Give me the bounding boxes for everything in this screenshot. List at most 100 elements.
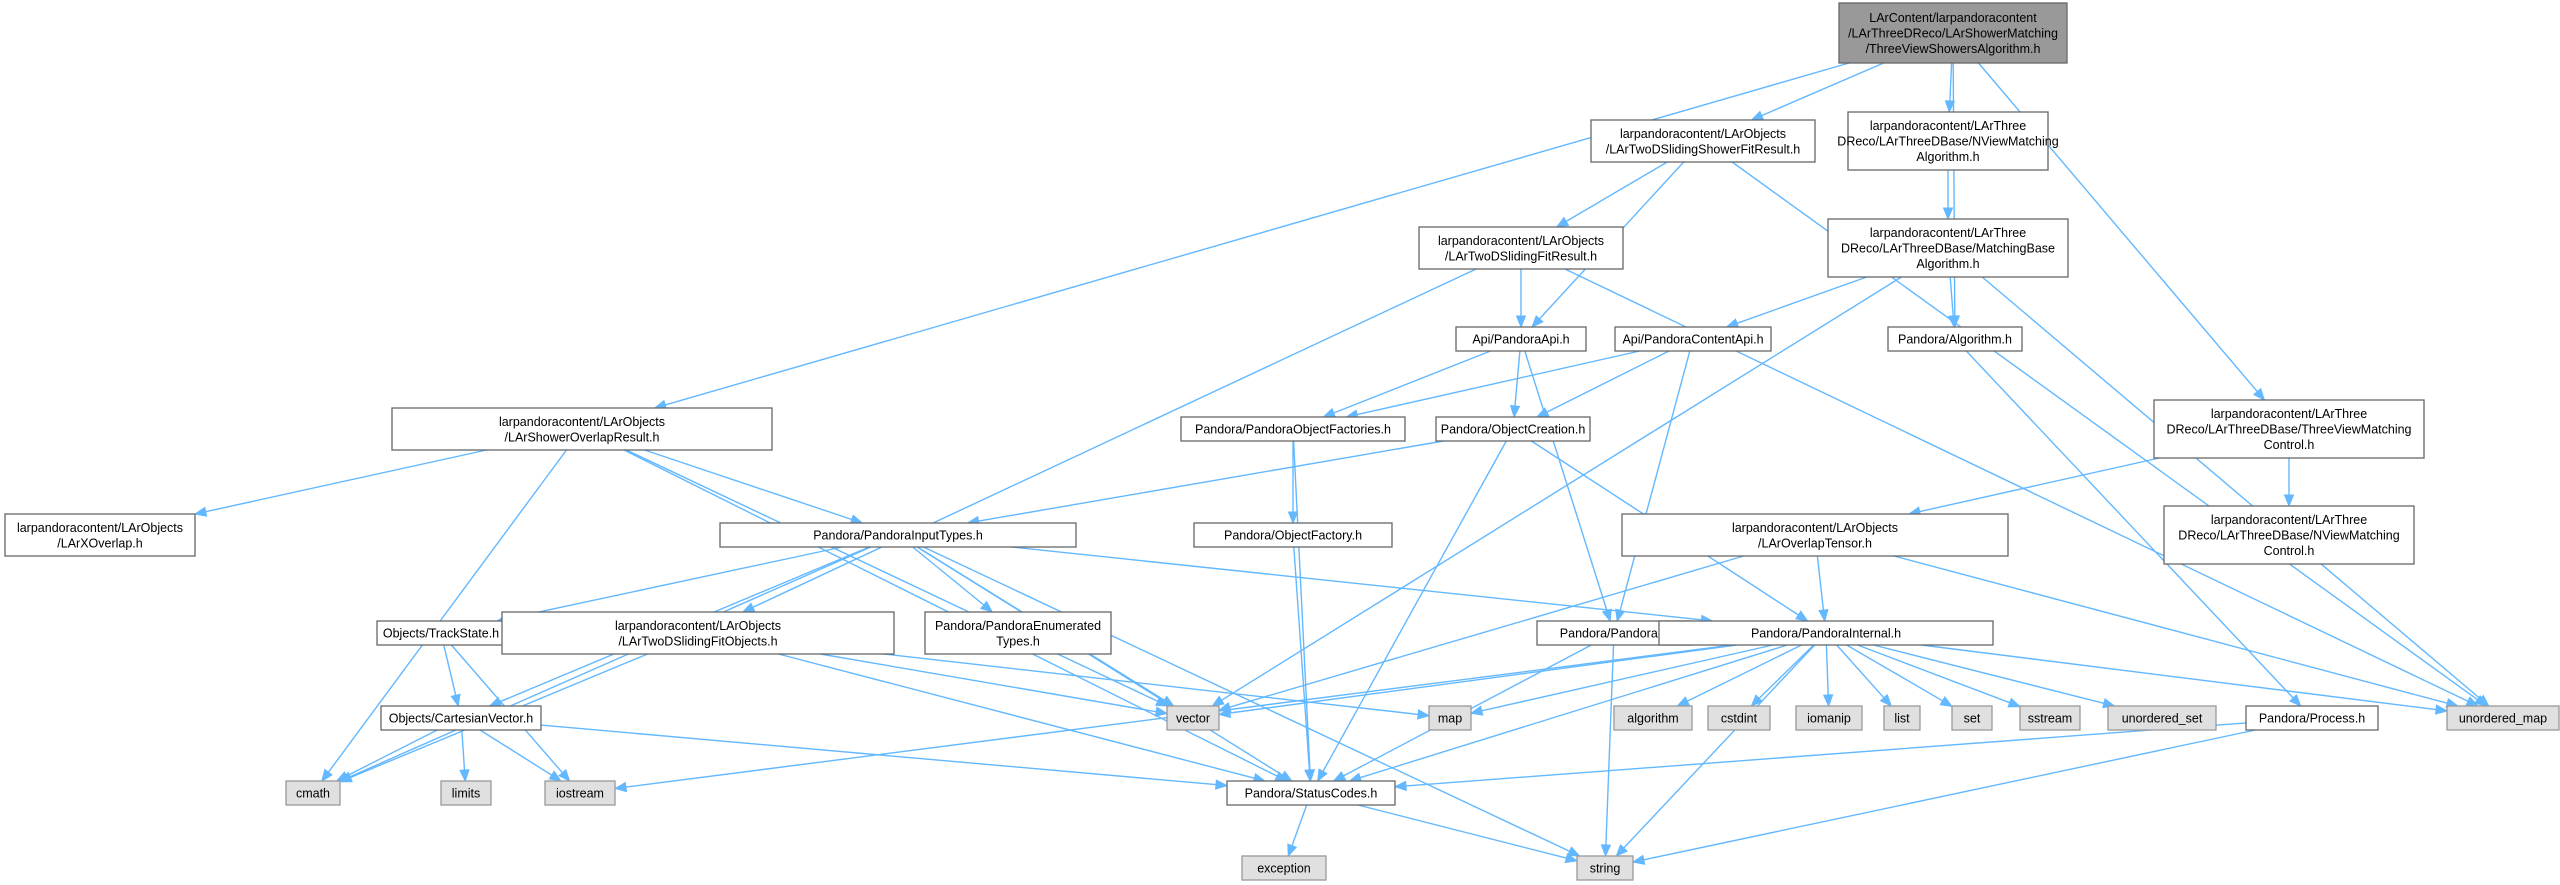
- edge-arrowhead: [459, 769, 470, 783]
- node-cmath[interactable]: cmath: [285, 780, 341, 806]
- node-limits[interactable]: limits: [440, 780, 492, 806]
- edge-threeviewctrl-to-nviewctrl: [2283, 458, 2295, 508]
- node-inputtypes[interactable]: Pandora/PandoraInputTypes.h: [719, 522, 1077, 548]
- node-vector[interactable]: vector: [1166, 705, 1220, 731]
- node-cstdint[interactable]: cstdint: [1707, 705, 1771, 731]
- node-label-line: Pandora/ObjectFactory.h: [1224, 529, 1362, 543]
- node-sstream[interactable]: sstream: [2019, 705, 2081, 731]
- node-box: [2446, 705, 2560, 731]
- edge-matchingbase-to-contentapi: [1725, 276, 1867, 329]
- node-unordered_map[interactable]: unordered_map: [2446, 705, 2560, 731]
- edge-line: [507, 546, 843, 620]
- edge-line: [1893, 555, 2448, 704]
- node-label-line: /LArOverlapTensor.h: [1758, 536, 1872, 550]
- node-label-line: vector: [1176, 712, 1210, 726]
- node-box: [1847, 111, 2049, 171]
- node-nviewctrl[interactable]: larpandoracontent/LArThreeDReco/LArThree…: [2163, 505, 2415, 565]
- edge-arrowhead: [2289, 694, 2302, 707]
- edge-line: [912, 546, 985, 606]
- node-xoverlap[interactable]: larpandoracontent/LArObjects/LArXOverlap…: [4, 513, 196, 557]
- node-label-line: larpandoracontent/LArObjects: [1732, 521, 1898, 535]
- node-string[interactable]: string: [1576, 855, 1634, 881]
- node-threeviewctrl[interactable]: larpandoracontent/LArThreeDReco/LArThree…: [2153, 399, 2425, 459]
- node-label-line: larpandoracontent/LArObjects: [1620, 127, 1786, 141]
- node-box: [1621, 513, 2009, 557]
- edge-arrowhead: [1161, 695, 1175, 707]
- edge-showeroverlap-to-cmath: [321, 449, 568, 783]
- node-internal[interactable]: Pandora/PandoraInternal.h: [1658, 620, 1994, 646]
- node-label-line: larpandoracontent/LArThree: [1870, 119, 2026, 133]
- edge-arrowhead: [1217, 707, 1232, 719]
- edge-layer: [193, 62, 2490, 865]
- node-iomanip[interactable]: iomanip: [1795, 705, 1863, 731]
- edge-internal-to-map: [1469, 644, 1774, 716]
- edge-arrowhead: [1509, 405, 1521, 419]
- node-box: [1226, 780, 1396, 806]
- edge-line: [1333, 350, 1491, 414]
- node-set[interactable]: set: [1951, 705, 1993, 731]
- edge-line: [1359, 644, 1788, 779]
- node-unordered_set[interactable]: unordered_set: [2107, 705, 2217, 731]
- edge-internal-to-vector: [1217, 644, 1737, 719]
- node-overlaptensor[interactable]: larpandoracontent/LArObjects/LArOverlapT…: [1621, 513, 2009, 557]
- node-trackstate[interactable]: Objects/TrackState.h: [376, 620, 506, 646]
- node-algorithm[interactable]: Pandora/Algorithm.h: [1887, 326, 2023, 352]
- edge-arrowhead: [2007, 697, 2022, 708]
- node-list[interactable]: list: [1883, 705, 1921, 731]
- node-process[interactable]: Pandora/Process.h: [2245, 705, 2379, 731]
- edge-arrowhead: [1944, 100, 1956, 114]
- node-box: [1455, 326, 1587, 352]
- edge-line: [443, 644, 457, 696]
- edge-objfactory-to-statuscodes: [1293, 546, 1315, 783]
- node-showeroverlap[interactable]: larpandoracontent/LArObjects/LArShowerOv…: [391, 407, 773, 451]
- node-slidingfit[interactable]: larpandoracontent/LArObjects/LArTwoDSlid…: [1418, 226, 1624, 270]
- node-root[interactable]: LArContent/larpandoracontent/LArThreeDRe…: [1838, 2, 2068, 64]
- node-cartesian[interactable]: Objects/CartesianVector.h: [380, 705, 542, 731]
- node-box: [544, 780, 616, 806]
- node-iostream[interactable]: iostream: [544, 780, 616, 806]
- edge-contentapi-to-objfactories: [1345, 350, 1640, 420]
- node-nviewmatch[interactable]: larpandoracontent/LArThreeDReco/LArThree…: [1837, 111, 2059, 171]
- node-label-line: Pandora/PandoraInternal.h: [1751, 627, 1901, 641]
- node-pandoraapi[interactable]: Api/PandoraApi.h: [1455, 326, 1587, 352]
- node-label-line: algorithm: [1627, 712, 1678, 726]
- node-box: [2245, 705, 2379, 731]
- node-objfactories[interactable]: Pandora/PandoraObjectFactories.h: [1180, 416, 1406, 442]
- edge-internal-to-cstdint: [1750, 644, 1815, 707]
- edge-line: [1736, 276, 1867, 324]
- edge-arrowhead: [193, 506, 208, 517]
- edge-arrowhead: [1566, 846, 1581, 857]
- edge-line: [1643, 729, 2256, 861]
- edge-line: [1524, 350, 1608, 611]
- node-box: [1887, 326, 2023, 352]
- edge-line: [1229, 555, 1744, 708]
- node-label-line: Control.h: [2264, 544, 2315, 558]
- node-box: [1180, 416, 1406, 442]
- edge-arrowhead: [1939, 696, 1954, 708]
- node-label-line: Api/PandoraApi.h: [1472, 333, 1569, 347]
- edge-line: [1758, 644, 1815, 699]
- node-label-line: unordered_map: [2459, 712, 2547, 726]
- node-matchingbase[interactable]: larpandoracontent/LArThreeDReco/LArThree…: [1827, 218, 2069, 278]
- edge-cartesian-to-cmath: [335, 729, 438, 782]
- node-objcreation[interactable]: Pandora/ObjectCreation.h: [1435, 416, 1591, 442]
- node-map[interactable]: map: [1428, 705, 1472, 731]
- node-label-line: set: [1964, 712, 1981, 726]
- node-box: [1795, 705, 1863, 731]
- edge-arrowhead: [548, 770, 563, 782]
- node-statuscodes[interactable]: Pandora/StatusCodes.h: [1226, 780, 1396, 806]
- node-exception[interactable]: exception: [1241, 855, 1327, 881]
- node-label-line: Pandora/Pandora.h: [1560, 627, 1668, 641]
- edge-cartesian-to-iostream: [479, 729, 563, 782]
- node-contentapi[interactable]: Api/PandoraContentApi.h: [1614, 326, 1772, 352]
- node-objfactory[interactable]: Pandora/ObjectFactory.h: [1193, 522, 1393, 548]
- edge-arrowhead: [335, 771, 350, 782]
- node-box: [2107, 705, 2217, 731]
- node-slidingfitobj[interactable]: larpandoracontent/LArObjects/LArTwoDSlid…: [501, 611, 895, 655]
- node-label-line: larpandoracontent/LArObjects: [615, 619, 781, 633]
- node-algostd[interactable]: algorithm: [1613, 705, 1693, 731]
- node-box: [1590, 119, 1816, 163]
- node-showerfit[interactable]: larpandoracontent/LArObjects/LArTwoDSlid…: [1590, 119, 1816, 163]
- edge-arrowhead: [488, 696, 503, 707]
